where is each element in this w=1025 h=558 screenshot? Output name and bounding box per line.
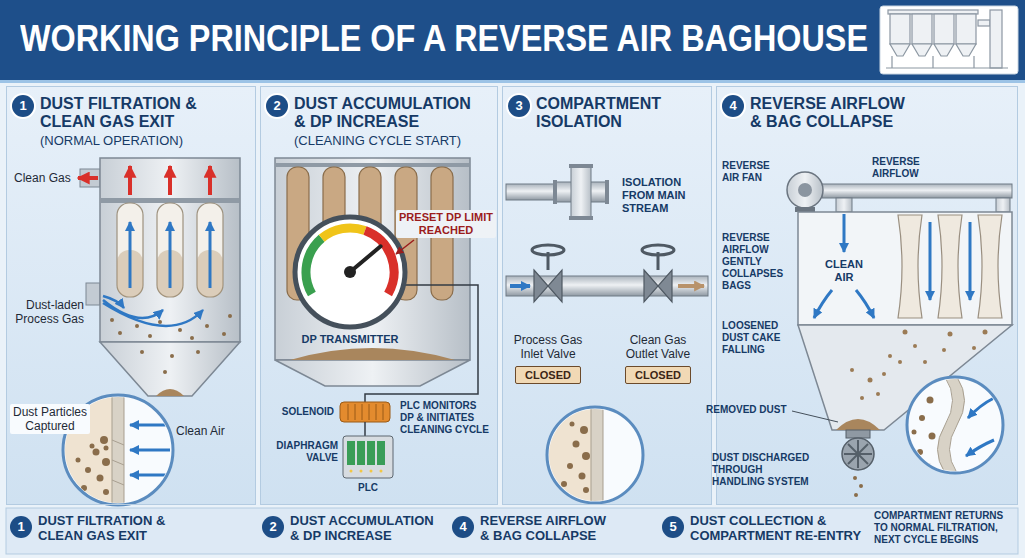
status-tag: CLOSED [515, 366, 581, 384]
step-caption-text: DUST FILTRATION & CLEAN GAS EXIT [38, 513, 190, 543]
note-label: PLC MONITORS DP & INITIATES CLEANING CYC… [400, 400, 492, 436]
step-caption: 5 DUST COLLECTION & COMPARTMENT RE-ENTRY [662, 513, 870, 543]
step-caption: 4 REVERSE AIRFLOW & BAG COLLAPSE [452, 513, 612, 543]
device-label: DIAPHRAGM VALVE [266, 440, 338, 464]
device-label: SOLENOID [266, 406, 334, 418]
note-label: DUST DISCHARGED THROUGH HANDLING SYSTEM [712, 452, 812, 488]
step-number-text: 4 [452, 516, 474, 538]
panel-subheading: (CLEANING CYCLE START) [294, 133, 479, 149]
flow-label: REVERSE AIRFLOW [872, 156, 936, 180]
step-caption-text: REVERSE AIRFLOW & BAG COLLAPSE [480, 513, 612, 543]
panel-heading: COMPARTMENT ISOLATION [536, 95, 704, 131]
step-number-text: 1 [10, 516, 32, 538]
note-label: LOOSENED DUST CAKE FALLING [722, 320, 794, 356]
note-label: COMPARTMENT RETURNS TO NORMAL FILTRATION… [874, 510, 1018, 546]
flow-label: CLEAN AIR [818, 258, 870, 284]
step-number-text: 5 [662, 516, 684, 538]
flow-label: Dust-laden Process Gas [8, 298, 84, 326]
callout-label: Dust Particles Captured [10, 404, 90, 434]
valve-label: Clean Gas Outlet Valve [615, 333, 701, 361]
step-number: 2 [266, 95, 288, 117]
step-caption-text: DUST ACCUMULATION & DP INCREASE [290, 513, 442, 543]
title-text: WORKING PRINCIPLE OF A REVERSE AIR BAGHO… [20, 18, 868, 60]
valve-label: Process Gas Inlet Valve [506, 333, 590, 361]
alarm-label: PRESET DP LIMIT REACHED [396, 210, 496, 238]
step-panel: COMPARTMENT ISOLATION 3CLOSED CLOSED [502, 86, 712, 505]
panel-heading: REVERSE AIRFLOW & BAG COLLAPSE [750, 95, 915, 131]
device-label: PLC [343, 482, 393, 494]
step-panel: DUST FILTRATION & CLEAN GAS EXIT (NORMAL … [6, 86, 256, 505]
note-label: REMOVED DUST [706, 404, 792, 416]
status-tag: CLOSED [625, 366, 691, 384]
step-caption-text: DUST COLLECTION & COMPARTMENT RE-ENTRY [690, 513, 870, 543]
flow-label: Clean Gas [14, 171, 76, 185]
step-number-text: 2 [262, 516, 284, 538]
step-number-text: 1 [12, 95, 34, 117]
panel-heading: DUST ACCUMULATION & DP INCREASE [294, 95, 479, 131]
step-caption: 1 DUST FILTRATION & CLEAN GAS EXIT [10, 513, 190, 543]
note-label: REVERSE AIRFLOW GENTLY COLLAPSES BAGS [722, 232, 794, 292]
panel-subheading: (NORMAL OPERATION) [40, 133, 240, 149]
panel-heading: DUST FILTRATION & CLEAN GAS EXIT [40, 95, 240, 131]
device-label: DP TRANSMITTER [300, 333, 400, 346]
step-panel: REVERSE AIRFLOW & BAG COLLAPSE 4 [716, 86, 1018, 505]
callout-label: Clean Air [176, 424, 234, 438]
step-number: 4 [722, 95, 744, 117]
status-text: CLOSED [525, 368, 571, 382]
step-number: 1 [12, 95, 34, 117]
step-number-text: 4 [722, 95, 744, 117]
step-number: 3 [508, 95, 530, 117]
status-text: CLOSED [635, 368, 681, 382]
step-number-text: 3 [508, 95, 530, 117]
note-label: ISOLATION FROM MAIN STREAM [622, 176, 704, 215]
step-number-text: 2 [266, 95, 288, 117]
device-label: REVERSE AIR FAN [722, 160, 784, 184]
step-caption: 2 DUST ACCUMULATION & DP INCREASE [262, 513, 442, 543]
